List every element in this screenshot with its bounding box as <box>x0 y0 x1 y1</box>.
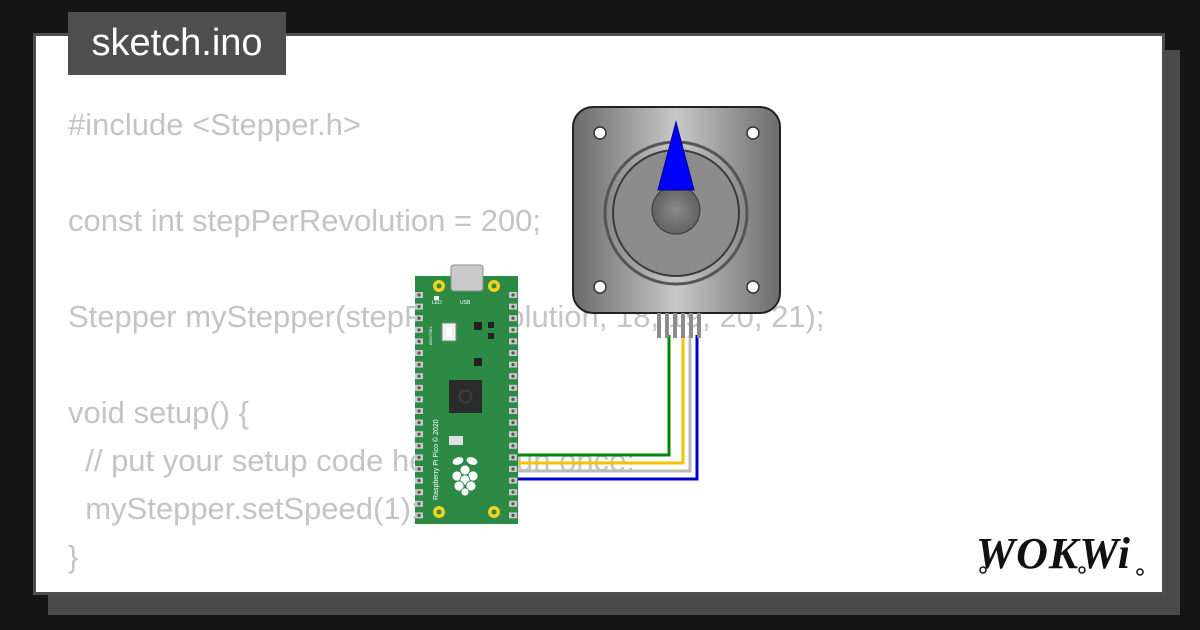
code-line: } <box>68 539 79 574</box>
logo-dot <box>1078 566 1086 574</box>
wokwi-logo-text: WOKWi <box>976 529 1131 578</box>
wokwi-logo: WOKWi <box>976 529 1144 578</box>
logo-dot <box>979 566 987 574</box>
file-tab[interactable]: sketch.ino <box>68 12 286 75</box>
code-line <box>68 149 968 197</box>
code-line: void setup() { <box>68 395 249 430</box>
code-line: // put your setup code here, to run once… <box>68 443 635 478</box>
file-tab-label: sketch.ino <box>91 22 263 64</box>
code-line: const int stepPerRevolution = 200; <box>68 203 542 238</box>
code-preview: #include <Stepper.h> const int stepPerRe… <box>68 101 968 581</box>
logo-dot <box>1136 568 1144 576</box>
code-line <box>68 341 968 389</box>
code-line <box>68 245 968 293</box>
code-line: #include <Stepper.h> <box>68 107 362 142</box>
code-line: myStepper.setSpeed(1); <box>68 491 420 526</box>
code-line: Stepper myStepper(stepPerRevolution, 18,… <box>68 299 825 334</box>
